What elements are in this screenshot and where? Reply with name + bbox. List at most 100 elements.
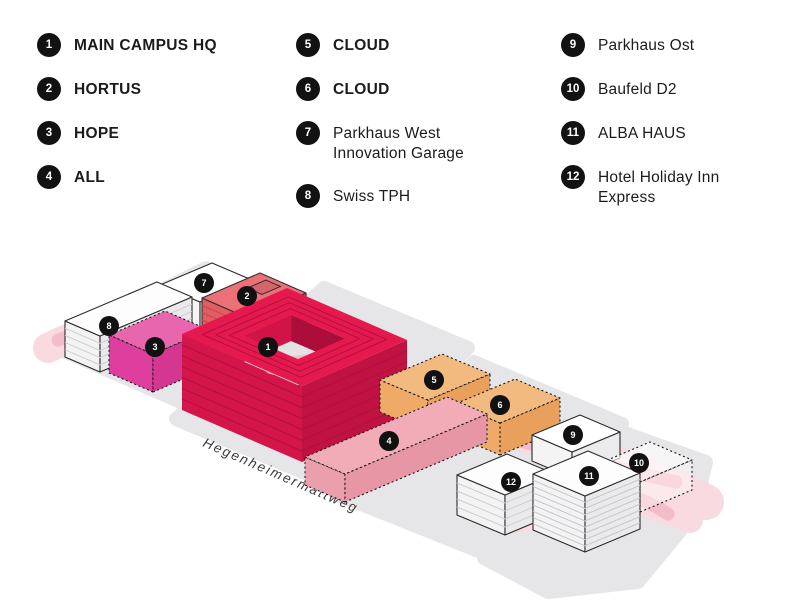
legend-item-12: 12 Hotel Holiday Inn Express [561, 165, 761, 208]
map-marker-number: 6 [497, 400, 502, 410]
legend-number-badge: 2 [37, 77, 61, 101]
legend-item-label: CLOUD [333, 37, 390, 54]
map-marker-number: 11 [584, 471, 594, 481]
map-marker-2: 2 [237, 286, 257, 306]
legend-item-11: 11 ALBA HAUS [561, 121, 761, 145]
map-marker-circle [194, 273, 214, 293]
legend-number-badge: 8 [296, 183, 320, 208]
map-marker-3: 3 [145, 337, 165, 357]
legend-item-label: Parkhaus Ost [598, 37, 695, 54]
legend-number-badge: 7 [296, 121, 320, 145]
legend-number-badge: 3 [37, 121, 61, 145]
legend-column-1: 1 MAIN CAMPUS HQ 2 HORTUS 3 HOPE 4 ALL [37, 33, 296, 228]
building-1-right-face [302, 340, 407, 462]
map-marker-number: 9 [570, 430, 575, 440]
map-marker-9: 9 [563, 425, 583, 445]
building-4-right-face [344, 413, 488, 503]
map-marker-number: 3 [152, 342, 157, 352]
legend-item-10: 10 Baufeld D2 [561, 77, 761, 101]
legend-item-label: HOPE [74, 125, 120, 142]
building-1-roof [182, 288, 407, 386]
map-marker-circle [145, 337, 165, 357]
roof-ring [228, 308, 361, 366]
floor-stripe [532, 491, 641, 516]
floor-stripe [181, 355, 408, 409]
floor-stripe [532, 478, 641, 503]
map-marker-number: 4 [386, 436, 391, 446]
building-3-roof [108, 310, 210, 355]
legend-item-label: HORTUS [74, 81, 142, 98]
map-marker-circle [563, 425, 583, 445]
map-marker-circle [579, 466, 599, 486]
roof-opening [246, 279, 282, 295]
map-marker-4: 4 [379, 431, 399, 451]
legend-column-3: 9 Parkhaus Ost 10 Baufeld D2 11 ALBA HAUS 12 Ho… [561, 33, 761, 228]
legend-number-badge: 5 [296, 33, 320, 57]
legend-item-1: 1 MAIN CAMPUS HQ [37, 33, 296, 57]
map-marker-5: 5 [424, 370, 444, 390]
floor-stripe [532, 484, 641, 509]
map-marker-12: 12 [501, 472, 521, 492]
legend-item-label: MAIN CAMPUS HQ [74, 37, 217, 54]
legend-item-label: ALBA HAUS [598, 125, 686, 142]
map-marker-number: 7 [201, 278, 206, 288]
roof-ring [215, 302, 374, 372]
map-marker-circle [99, 316, 119, 336]
map-marker-number: 5 [431, 375, 436, 385]
floor-stripe [532, 522, 641, 547]
map-marker-circle [237, 286, 257, 306]
legend-number-badge: 11 [561, 121, 585, 145]
map-marker-number: 1 [265, 342, 270, 352]
legend-number-badge: 12 [561, 165, 585, 189]
floor-stripe [181, 344, 408, 398]
map-marker-number: 2 [244, 291, 249, 301]
floor-stripe [181, 376, 408, 430]
floor-stripe [532, 516, 641, 541]
legend-number-badge: 1 [37, 33, 61, 57]
legend-number-badge: 4 [37, 165, 61, 189]
map-marker-circle [490, 395, 510, 415]
map-marker-10: 10 [629, 453, 649, 473]
legend-item-5: 5 CLOUD [296, 33, 561, 57]
map-marker-circle [258, 337, 278, 357]
floor-stripe [532, 509, 641, 534]
legend-item-3: 3 HOPE [37, 121, 296, 145]
legend-item-label: Hotel Holiday Inn Express [598, 169, 720, 206]
legend-number-badge: 6 [296, 77, 320, 101]
map-marker-number: 12 [506, 477, 516, 487]
building-8-roof [64, 281, 193, 337]
legend-item-label: ALL [74, 169, 106, 186]
legend-item-9: 9 Parkhaus Ost [561, 33, 761, 57]
legend-item-7: 7 Parkhaus West Innovation Garage [296, 121, 561, 164]
floor-stripe [181, 398, 408, 452]
legend-number-badge: 9 [561, 33, 585, 57]
legend-item-4: 4 ALL [37, 165, 296, 189]
floor-stripe [532, 503, 641, 528]
legend-item-label: Parkhaus West Innovation Garage [333, 125, 464, 162]
roof-ring [201, 296, 388, 378]
legend-item-2: 2 HORTUS [37, 77, 296, 101]
map-marker-6: 6 [490, 395, 510, 415]
map-marker-circle [424, 370, 444, 390]
map-marker-circle [629, 453, 649, 473]
floor-stripe [532, 497, 641, 522]
map-marker-number: 10 [634, 458, 644, 468]
map-marker-8: 8 [99, 316, 119, 336]
legend-item-label: Swiss TPH [333, 187, 411, 205]
building-1-left-face [182, 334, 302, 462]
floor-stripe [181, 366, 408, 420]
legend-item-label: CLOUD [333, 81, 390, 98]
legend-item-label: Baufeld D2 [598, 81, 677, 98]
map-marker-7: 7 [194, 273, 214, 293]
floor-stripe [181, 387, 408, 441]
legend-item-8: 8 Swiss TPH [296, 183, 561, 208]
map-marker-circle [501, 472, 521, 492]
map-marker-11: 11 [579, 466, 599, 486]
map-marker-circle [379, 431, 399, 451]
map-marker-1: 1 [258, 337, 278, 357]
legend-number-badge: 10 [561, 77, 585, 101]
legend-item-6: 6 CLOUD [296, 77, 561, 101]
